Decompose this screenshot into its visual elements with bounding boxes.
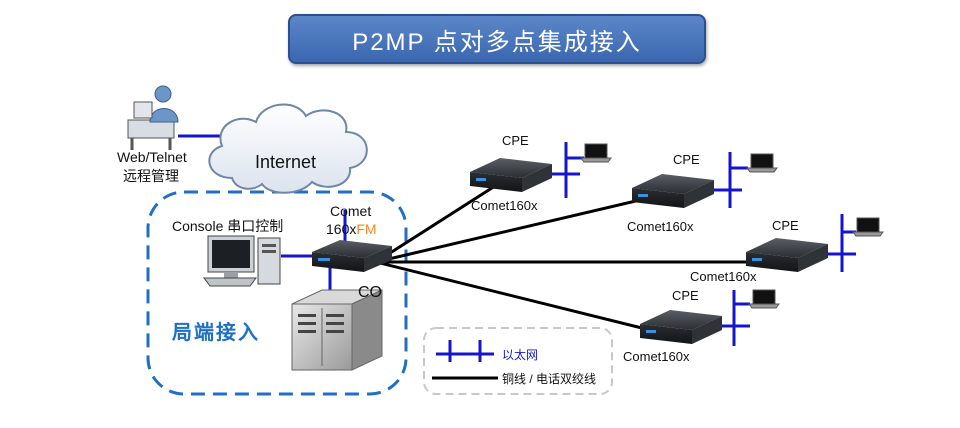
diagram-title: P2MP 点对多点集成接入 bbox=[288, 14, 706, 64]
console-label: Console 串口控制 bbox=[172, 218, 284, 234]
cpe-label-4: CPE bbox=[672, 288, 699, 303]
cpe-model-label-4: Comet160x bbox=[623, 349, 690, 364]
internet-cloud bbox=[208, 103, 368, 194]
cpe-model-label-2: Comet160x bbox=[627, 219, 694, 234]
cpe-label-2: CPE bbox=[673, 152, 700, 167]
cpe-ethernet-buses bbox=[552, 142, 856, 346]
comet-model-label: 160xFM bbox=[326, 221, 377, 237]
legend-ethernet-label: 以太网 bbox=[502, 348, 539, 362]
laptop-icon-2 bbox=[746, 153, 778, 173]
local-access-label: 局端接入 bbox=[172, 322, 260, 344]
cpe-label-3: CPE bbox=[772, 218, 799, 233]
admin-workstation-icon bbox=[127, 85, 179, 150]
console-pc-icon bbox=[203, 235, 281, 287]
cpe-model-label-1: Comet160x bbox=[471, 198, 538, 213]
laptop-icon-3 bbox=[852, 217, 884, 237]
cpe-label-1: CPE bbox=[502, 133, 529, 148]
cpe-device-icon-3 bbox=[746, 238, 828, 272]
cpe-device-icon-2 bbox=[632, 174, 714, 208]
web-telnet-label: Web/Telnet bbox=[117, 149, 187, 165]
cpe-device-icon-1 bbox=[470, 158, 552, 192]
cpe-model-label-3: Comet160x bbox=[690, 269, 757, 284]
cpe-device-icon-4 bbox=[640, 310, 722, 344]
copper-links bbox=[375, 184, 766, 332]
legend-ethernet-symbol bbox=[436, 340, 494, 362]
comet-label: Comet bbox=[330, 203, 372, 219]
laptop-icon-1 bbox=[580, 143, 612, 163]
co-cabinet-icon bbox=[291, 289, 383, 371]
internet-label: Internet bbox=[255, 152, 317, 172]
laptop-icon-4 bbox=[748, 289, 780, 309]
remote-mgmt-label: 远程管理 bbox=[123, 168, 179, 184]
legend-copper-label: 铜线 / 电话双绞线 bbox=[502, 372, 597, 386]
central-comet-device-icon bbox=[312, 240, 392, 272]
co-label: CO bbox=[358, 284, 382, 301]
comet-suffix-label: FM bbox=[356, 221, 377, 237]
